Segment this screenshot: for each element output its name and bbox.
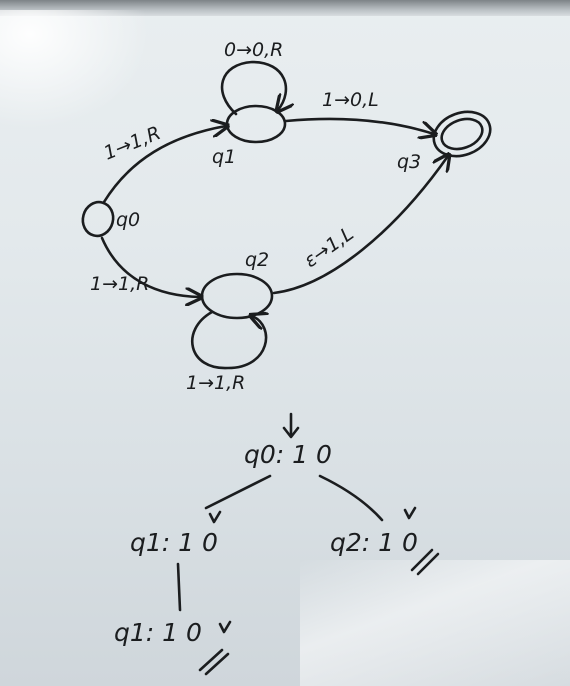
- tree-right-reject-mark: [410, 548, 440, 576]
- q2-self-loop: [191, 310, 266, 370]
- tree-root-label: q0: 1 0: [244, 440, 332, 469]
- tree-left-child-reject-mark: [198, 648, 230, 676]
- state-q1-circle: [225, 104, 287, 144]
- q2-loop-label: 1→1,R: [186, 372, 245, 394]
- tree-edge-left-child: [176, 562, 182, 612]
- state-q0-circle: [81, 200, 115, 238]
- state-q3-inner-circle: [440, 117, 484, 151]
- state-q3-outer-circle: [432, 110, 492, 158]
- tree-edge-root-right: [318, 474, 384, 522]
- state-q2-label: q2: [245, 249, 269, 271]
- state-q3-label: q3: [397, 151, 421, 173]
- q1-self-loop: [220, 60, 286, 114]
- tree-left-child-head-mark: [218, 620, 232, 634]
- state-q0-label: q0: [116, 209, 140, 231]
- edge-q2-q3-label: ε→1,L: [300, 223, 358, 273]
- light-glare: [0, 10, 150, 130]
- q1-loop-label: 0→0,R: [224, 39, 283, 61]
- edge-q0-q2: [100, 236, 200, 297]
- tree-edge-root-left: [204, 474, 272, 510]
- tape-head-arrowhead: [282, 426, 300, 439]
- light-glare-bottom: [300, 560, 570, 686]
- state-q1-label: q1: [212, 146, 236, 168]
- edge-q2-q3: [272, 156, 448, 295]
- edge-q1-q3: [284, 117, 434, 134]
- edge-q0-q1-label: 1→1,R: [101, 122, 164, 165]
- edge-q0-q1: [102, 126, 226, 204]
- tree-right-label: q2: 1 0: [330, 528, 418, 557]
- edge-q0-q2-label: 1→1,R: [90, 273, 149, 295]
- tree-left-label: q1: 1 0: [130, 528, 218, 557]
- edge-q1-q3-label: 1→0,L: [322, 89, 379, 111]
- tree-right-head-mark: [403, 506, 417, 520]
- tree-left-child-label: q1: 1 0: [114, 618, 202, 647]
- tree-left-head-mark: [208, 510, 222, 524]
